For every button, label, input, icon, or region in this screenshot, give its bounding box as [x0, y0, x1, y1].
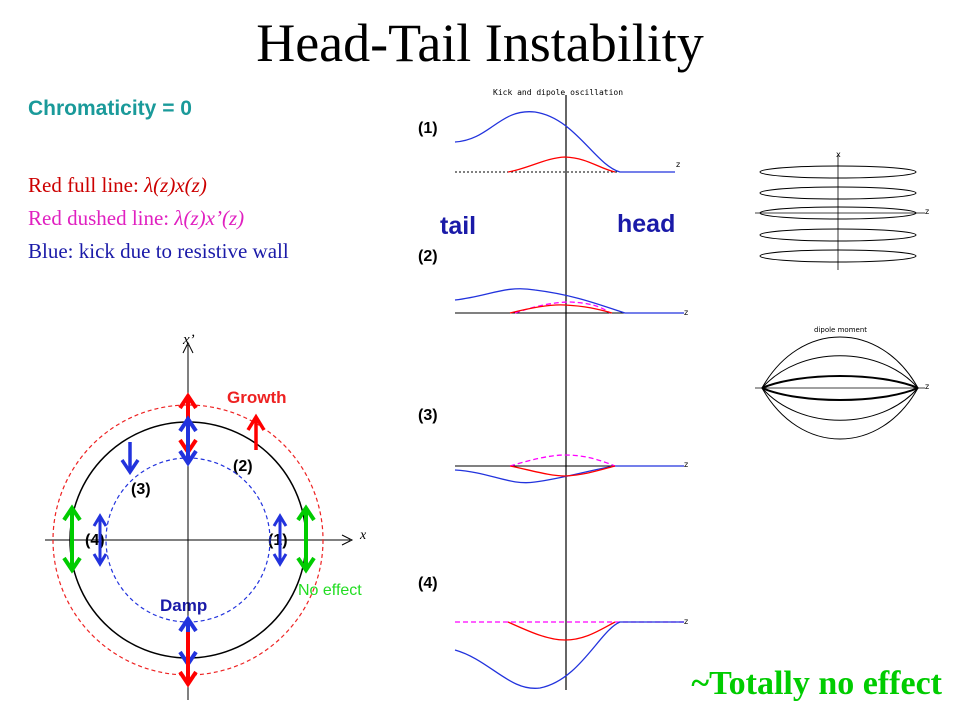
phase-y-axis-label: x’: [183, 332, 195, 348]
legend-red-dashed: Red dushed line: λ(z)x’(z): [28, 205, 244, 231]
phase-space-diagram: [45, 341, 354, 700]
legend-blue: Blue: kick due to resistive wall: [28, 239, 289, 263]
arrow-point-2: [246, 413, 266, 450]
dipole-title: dipole moment: [814, 326, 867, 334]
no-effect-label: No effect: [298, 582, 362, 599]
legend-red-full: Red full line: λ(z)x(z): [28, 172, 207, 198]
growth-label: Growth: [227, 388, 287, 407]
chromaticity-label: Chromaticity = 0: [28, 97, 192, 120]
page-title: Head-Tail Instability: [256, 13, 704, 73]
phase-x-arrowhead: [341, 534, 354, 546]
z-label-1: z: [676, 160, 681, 169]
arrow-bottom: [178, 615, 198, 688]
kick-panels: [454, 95, 684, 690]
tail-label: tail: [440, 212, 477, 240]
step-label-3: (3): [418, 407, 438, 424]
thumb-x-label: x: [836, 150, 841, 159]
arrow-top: [178, 392, 198, 467]
dipole-moment-thumbnail: [755, 336, 925, 440]
legend-red-dashed-expr: λ(z)x’(z): [174, 206, 245, 230]
dipole-z-label: z: [925, 382, 930, 391]
step-label-1: (1): [418, 120, 438, 137]
point-label-3: (3): [131, 481, 151, 498]
legend-red-full-expr: λ(z)x(z): [144, 173, 207, 197]
z-label-2: z: [684, 308, 689, 317]
kick-panel-4: [454, 621, 684, 689]
z-label-4: z: [684, 617, 689, 626]
phase-x-axis-label: x: [360, 528, 367, 543]
arrow-point-4: [62, 504, 108, 574]
point-label-2: (2): [233, 458, 253, 475]
arrow-point-3: [120, 442, 140, 476]
damp-label: Damp: [160, 596, 208, 615]
kick-panel-3: [454, 454, 684, 484]
legend-red-full-prefix: Red full line:: [28, 173, 145, 197]
thumb-z-label: z: [925, 207, 930, 216]
footer-note: ~Totally no effect: [691, 665, 942, 702]
kick-chart-title: Kick and dipole oscillation: [493, 88, 624, 97]
z-label-3: z: [684, 460, 689, 469]
step-label-4: (4): [418, 575, 438, 592]
legend-red-dashed-prefix: Red dushed line:: [28, 206, 175, 230]
phase-y-arrowhead: [182, 341, 194, 354]
arrow-point-1: [272, 504, 316, 574]
step-label-2: (2): [418, 248, 438, 265]
kick-panel-2: [454, 288, 684, 314]
head-label: head: [617, 210, 676, 238]
oscillation-thumbnail: [755, 155, 925, 270]
kick-panel-1: [454, 111, 675, 173]
